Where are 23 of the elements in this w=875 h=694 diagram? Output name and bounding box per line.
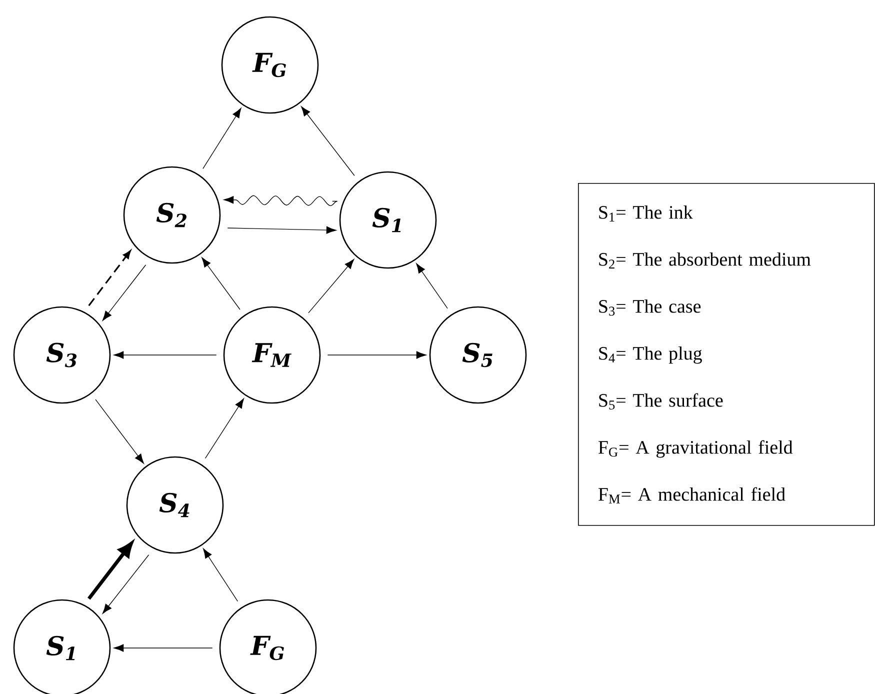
- arrow: [202, 257, 240, 310]
- circle-node: S$_{1}$: [339, 171, 437, 269]
- arrow: [114, 644, 213, 652]
- circle-node: S$_{4}$: [126, 456, 224, 554]
- arrow: [202, 108, 242, 170]
- arrow: [88, 250, 131, 306]
- circle-node: F$_{G}$: [221, 16, 319, 114]
- arrow: [327, 351, 426, 359]
- arrow: [308, 259, 354, 314]
- arrow: [227, 226, 336, 234]
- arrow: [416, 263, 448, 309]
- arrow: [224, 195, 338, 206]
- circle-node: S$_{5}$: [429, 306, 527, 404]
- arrow: [114, 351, 217, 359]
- arrow: [203, 548, 238, 602]
- arrow: [301, 106, 355, 176]
- key-box: S$_{1}$= The ink S$_{2}$= The absorbent medium S$_{3}$= The case S$_{4}$= The plug S$_{5}$= The surface F$_{G}$= A gravitational field F$_{M}$= A mechanical field: [578, 183, 875, 526]
- arrow: [204, 398, 244, 459]
- arrow: [102, 264, 146, 321]
- circle-node: F$_{M}$: [223, 306, 321, 404]
- arrow: [95, 399, 144, 464]
- circle-node: S$_{3}$: [13, 306, 111, 404]
- circle-node: S$_{2}$: [123, 166, 221, 264]
